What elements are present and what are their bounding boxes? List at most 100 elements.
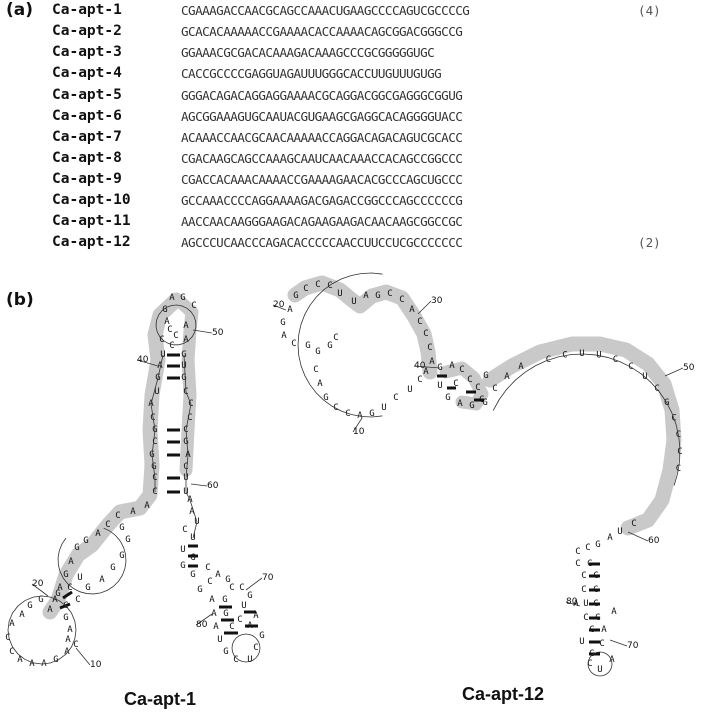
nucleotide: C [417, 317, 422, 327]
nucleotide: A [423, 367, 429, 377]
aptamer-sequence: AGCCCUCAACCCAGACACCCCCAACCUUCCUCGCCCCCCC [181, 235, 463, 250]
nucleotide: C [467, 375, 472, 385]
nucleotide: G [247, 591, 252, 601]
nucleotide: A [429, 357, 435, 367]
nucleotide: C [393, 393, 398, 403]
nucleotide: U [181, 361, 186, 371]
nucleotide: C [423, 329, 428, 339]
nucleotide: G [305, 341, 310, 351]
nucleotide: G [119, 523, 124, 533]
aptamer-sequence: ACAAACCAACGCAACAAAAACCAGGACAGACAGUCGCACC [181, 130, 463, 145]
nucleotide: G [315, 347, 320, 357]
nucleotide: A [215, 570, 221, 580]
nucleotide: G [483, 371, 488, 381]
nucleotide: G [259, 631, 264, 641]
structure-caption-ca-apt-1: Ca-apt-1 [124, 689, 197, 709]
nucleotide: C [115, 511, 120, 521]
nucleotide: C [182, 525, 187, 535]
aptamer-name: Ca-apt-5 [52, 87, 122, 103]
nucleotide: G [223, 609, 228, 619]
aptamer-name: Ca-apt-4 [52, 65, 122, 81]
nucleotide: A [65, 635, 71, 645]
aptamer-copy-count: (2) [638, 235, 661, 250]
nucleotide: G [119, 551, 124, 561]
nucleotide: C [583, 613, 588, 623]
position-label: 40 [414, 361, 426, 371]
nucleotide: C [585, 543, 590, 553]
nucleotide: G [180, 561, 185, 571]
nucleotide: G [63, 613, 68, 623]
nucleotide: C [291, 339, 296, 349]
aptamer-sequence: GCACACAAAAACCGAAAACACCAAAACAGCGGACGGGCCG [181, 24, 463, 39]
nucleotide: C [631, 519, 636, 529]
nucleotide: U [579, 637, 584, 647]
nucleotide: A [363, 291, 369, 301]
position-tick [190, 483, 208, 487]
nucleotide: C [313, 365, 318, 375]
nucleotide: A [449, 361, 455, 371]
structure-caption-ca-apt-12: Ca-apt-12 [462, 684, 545, 704]
position-label: 70 [627, 641, 639, 651]
aptamer-name: Ca-apt-1 [52, 2, 122, 18]
position-tick [413, 365, 441, 369]
nucleotide: C [253, 643, 258, 653]
nucleotide: C [173, 331, 178, 341]
highlight-band [287, 275, 438, 380]
backbone-line [297, 272, 383, 418]
nucleotide: C [459, 365, 464, 375]
nucleotide: G [280, 318, 285, 328]
nucleotide: A [611, 607, 617, 617]
nucleotide: C [187, 413, 192, 423]
nucleotide: C [75, 595, 80, 605]
position-tick [195, 613, 213, 626]
nucleotide: C [167, 325, 172, 335]
backbone-line [7, 595, 77, 665]
position-tick [272, 304, 287, 311]
nucleotide: G [74, 543, 79, 553]
nucleotide: G [225, 575, 230, 585]
position-tick [192, 329, 213, 334]
aptamer-sequence: CGAAAGACCAACGCAGCCAAACUGAAGCCCCAGUCGCCCC… [181, 3, 470, 18]
position-label: 80 [566, 597, 578, 607]
aptamer-name: Ca-apt-7 [52, 129, 122, 145]
aptamer-copy-count: (4) [638, 3, 661, 18]
nucleotide: A [409, 305, 415, 315]
position-tick [245, 577, 263, 591]
nucleotide: A [457, 399, 463, 409]
nucleotide: C [229, 622, 234, 632]
backbone-line [183, 354, 192, 492]
nucleotide: C [303, 284, 308, 294]
nucleotide: A [281, 331, 287, 341]
nucleotide: G [323, 393, 328, 403]
aptamer-sequence: GGGACAGACAGGAGGAAAACGCAGGACGGCGAGGGCGGUG [181, 88, 463, 103]
backbone-line [231, 633, 261, 663]
nucleotide: C [239, 583, 244, 593]
nucleotide: C [315, 280, 320, 290]
panel-b-label: (b) [6, 290, 34, 310]
position-label: 60 [648, 536, 660, 546]
backbone-line [492, 353, 681, 486]
aptamer-name: Ca-apt-3 [52, 44, 122, 60]
nucleotide: A [211, 609, 217, 619]
backbone-line [185, 491, 198, 539]
nucleotide: C [345, 409, 350, 419]
position-label: 20 [273, 300, 285, 310]
position-tick [136, 359, 159, 367]
position-label: 30 [431, 296, 443, 306]
nucleotide: A [189, 507, 195, 517]
nucleotide: C [427, 343, 432, 353]
nucleotide: A [609, 655, 615, 665]
aptamer-name: Ca-apt-9 [52, 171, 122, 187]
position-label: 10 [90, 660, 102, 670]
nucleotide: G [482, 398, 487, 408]
aptamer-name: Ca-apt-2 [52, 23, 122, 39]
aptamer-sequence: GGAAACGCGACACAAAGACAAAGCCCGCGGGGGUGC [181, 45, 435, 60]
nucleotide: C [453, 379, 458, 389]
nucleotide: A [130, 507, 136, 517]
position-label: 60 [207, 481, 219, 491]
nucleotide: C [105, 520, 110, 530]
nucleotide: C [237, 615, 242, 625]
highlight-band [42, 292, 184, 620]
nucleotide: U [180, 545, 185, 555]
nucleotide: U [241, 601, 246, 611]
